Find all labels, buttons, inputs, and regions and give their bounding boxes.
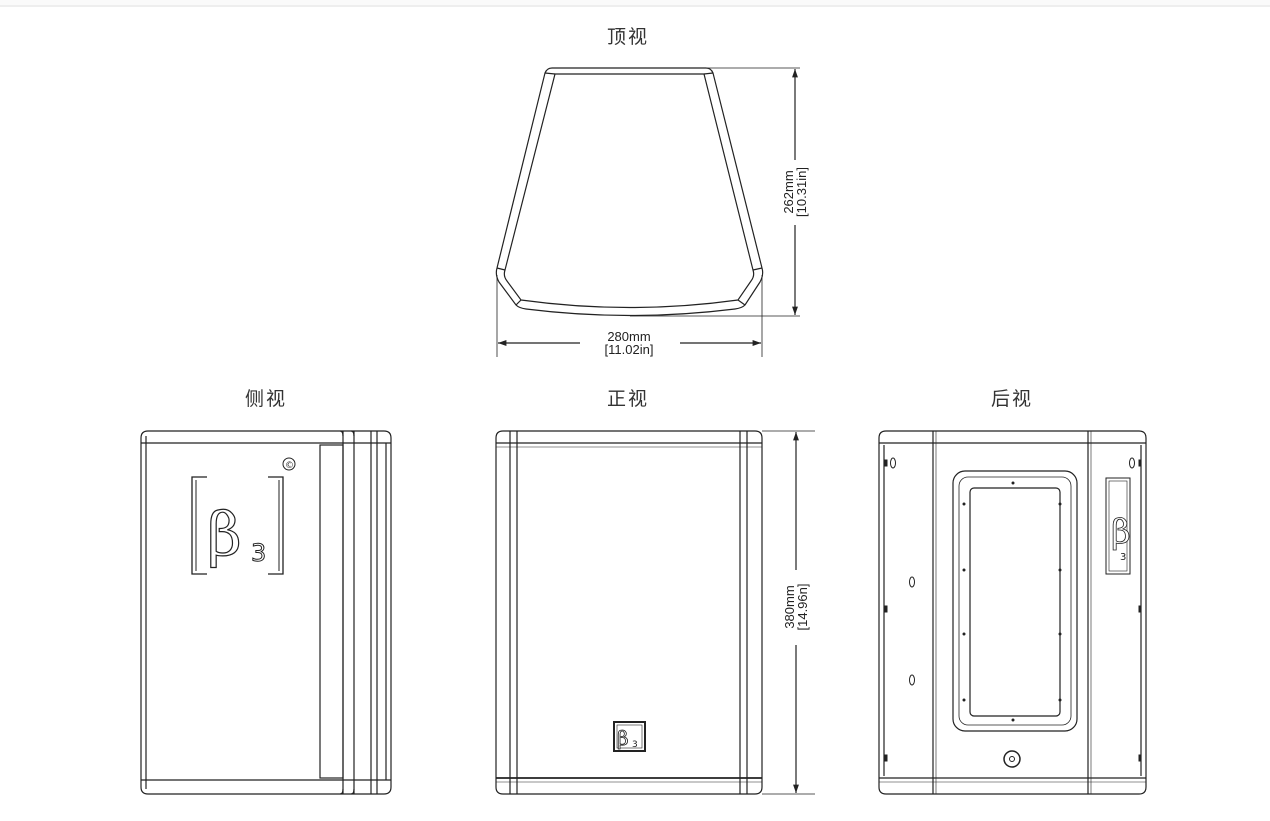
- front-badge-beta: β: [617, 726, 629, 750]
- copyright-mark: ©: [285, 461, 294, 471]
- side-logo-subscript: 3: [251, 539, 266, 567]
- rear-input-panel: [952, 470, 1078, 732]
- height-dimension: [762, 430, 815, 795]
- rear-view-title: 后视: [991, 388, 1034, 410]
- side-logo-icon: [191, 457, 296, 575]
- side-view-title: 侧视: [245, 388, 288, 410]
- top-divider: [0, 0, 1270, 7]
- height-metric-label: 380mm: [782, 585, 797, 628]
- front-badge-icon: [613, 721, 646, 752]
- rear-connector-icon: [1003, 750, 1021, 768]
- side-logo-beta: β: [207, 500, 242, 570]
- depth-dimension: [630, 67, 800, 317]
- top-view-title: 顶视: [607, 26, 650, 48]
- rear-mounting-bolts: [884, 457, 1142, 762]
- width-dimension: [496, 275, 763, 357]
- height-imperial-label: [14.96n]: [795, 584, 810, 631]
- top-view-drawing: [495, 67, 764, 317]
- depth-imperial-label: [10.31in]: [794, 167, 809, 217]
- rear-logo-subscript: 3: [1120, 552, 1126, 563]
- width-imperial-label: [11.02in]: [605, 342, 654, 357]
- front-view-title: 正视: [607, 388, 650, 410]
- depth-metric-label: 262mm: [781, 170, 796, 213]
- rear-logo-icon: [1105, 477, 1131, 575]
- rear-logo-beta: β: [1111, 512, 1131, 552]
- side-view-drawing: [140, 430, 392, 795]
- front-view-drawing: [495, 430, 763, 795]
- front-badge-subscript: 3: [632, 740, 638, 750]
- width-metric-label: 280mm: [607, 329, 650, 344]
